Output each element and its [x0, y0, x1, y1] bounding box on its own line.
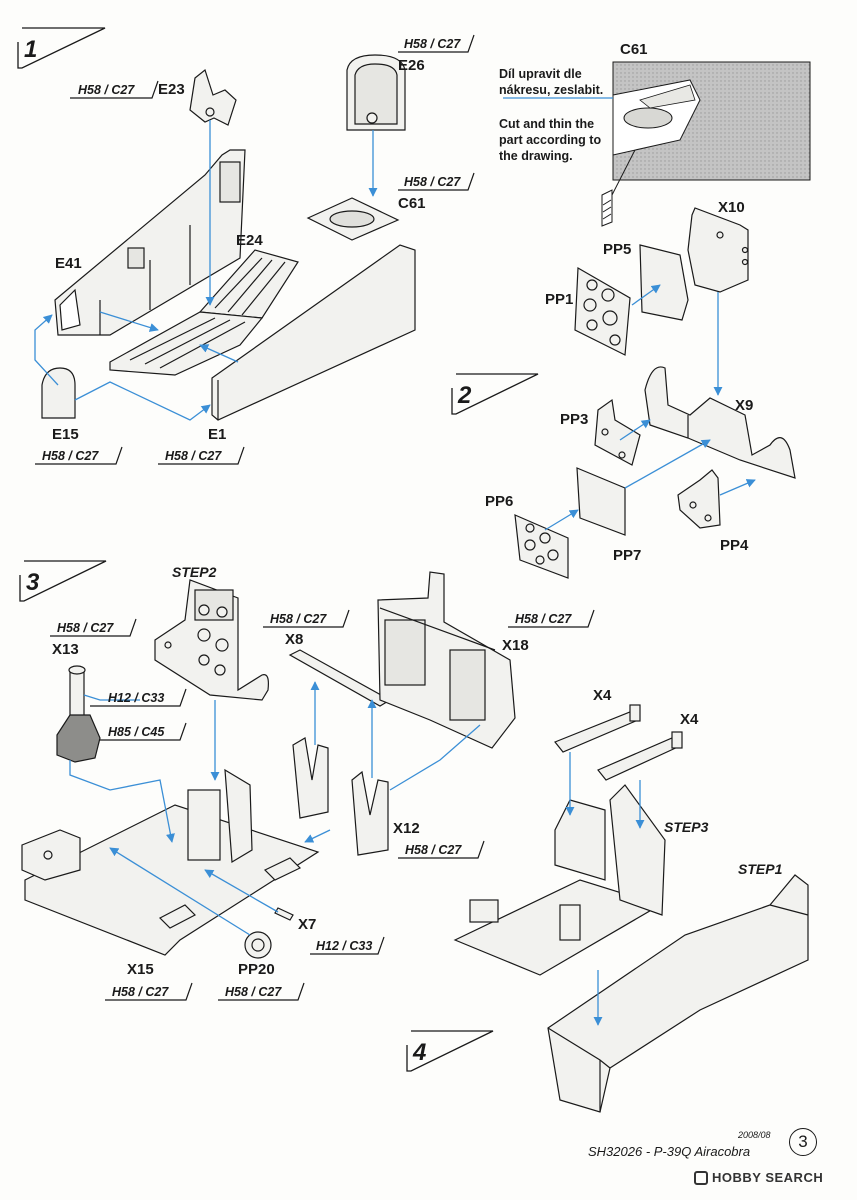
part-x9	[644, 366, 796, 479]
part-pp5	[639, 244, 689, 321]
step-2-flag	[451, 373, 539, 415]
paint-code: H12 / C33	[316, 939, 373, 953]
part-x15-floor	[21, 768, 320, 956]
part-label: C61	[620, 41, 648, 58]
part-label: X10	[718, 199, 745, 216]
note-line: the drawing.	[499, 149, 573, 163]
part-label: PP4	[720, 537, 749, 554]
part-instrument-panel-step2	[154, 579, 269, 701]
paint-code: H58 / C27	[165, 449, 222, 463]
paint-code: H58 / C27	[404, 175, 461, 189]
part-e1	[211, 244, 416, 421]
watermark: HOBBY SEARCH	[694, 1170, 823, 1185]
paint-code: H58 / C27	[42, 449, 99, 463]
paint-code: H58 / C27	[270, 612, 327, 626]
part-e15	[41, 367, 76, 419]
part-x4-left	[554, 704, 641, 753]
part-pp20	[244, 931, 272, 959]
part-x4-right	[597, 731, 683, 781]
paint-code: H58 / C27	[404, 37, 461, 51]
part-label: X18	[502, 637, 529, 654]
part-label: X7	[298, 916, 317, 933]
part-pp6	[514, 514, 569, 579]
part-x12-left	[292, 737, 329, 819]
step-reference: STEP2	[172, 564, 217, 580]
footer-title: SH32026 - P-39Q Airacobra	[588, 1144, 751, 1159]
part-label: E41	[55, 255, 82, 272]
part-label: PP7	[613, 547, 642, 564]
note-czech: Díl upravit dle nákresu, zeslabit.	[499, 66, 603, 98]
paint-code: H58 / C27	[515, 612, 572, 626]
step-number: 4	[413, 1039, 427, 1066]
part-label: X13	[52, 641, 79, 658]
part-x7	[274, 907, 294, 921]
part-e26	[346, 54, 406, 131]
part-label: E1	[208, 426, 227, 443]
part-fuselage	[547, 874, 809, 1113]
part-label: E23	[158, 81, 185, 98]
part-label: X8	[285, 631, 304, 648]
step-number: 3	[26, 569, 40, 596]
part-label: E15	[52, 426, 79, 443]
part-label: E24	[236, 232, 263, 249]
c61-detail-box	[503, 61, 811, 227]
part-label: X12	[393, 820, 420, 837]
paint-code: H58 / C27	[57, 621, 114, 635]
part-e41	[54, 149, 246, 336]
part-x12-right	[351, 770, 389, 856]
step-reference: STEP1	[738, 861, 783, 877]
paint-frames	[35, 34, 595, 1001]
page-number: 3	[789, 1128, 817, 1156]
step-4-flag	[406, 1030, 494, 1072]
note-line: Díl upravit dle	[499, 67, 582, 81]
part-label: PP6	[485, 493, 514, 510]
part-label: X4	[593, 687, 612, 704]
paint-code: H58 / C27	[405, 843, 462, 857]
paint-code: H58 / C27	[225, 985, 282, 999]
part-pp4	[677, 469, 721, 529]
note-line: part according to	[499, 133, 602, 147]
part-pp7	[576, 467, 626, 536]
paint-code: H85 / C45	[108, 725, 165, 739]
part-x8	[288, 649, 392, 707]
hobby-search-logo-icon	[694, 1171, 708, 1185]
part-label: X15	[127, 961, 154, 978]
paint-code: H12 / C33	[108, 691, 165, 705]
watermark-text: HOBBY SEARCH	[712, 1170, 824, 1185]
paint-code: H58 / C27	[112, 985, 169, 999]
part-x13	[68, 665, 86, 719]
part-label: PP20	[238, 961, 275, 978]
part-pp1	[574, 266, 631, 356]
step-3-flag	[19, 560, 107, 602]
part-x10	[687, 207, 749, 293]
part-c61	[306, 197, 400, 241]
part-assembled-cockpit	[453, 784, 666, 976]
step-number: 2	[458, 382, 472, 409]
step-number: 1	[24, 36, 38, 63]
part-label: PP5	[603, 241, 632, 258]
note-line: nákresu, zeslabit.	[499, 83, 604, 97]
part-label: PP1	[545, 291, 574, 308]
part-label: X9	[735, 397, 754, 414]
part-label: E26	[398, 57, 425, 74]
part-label: C61	[398, 195, 426, 212]
step-reference: STEP3	[664, 819, 709, 835]
note-line: Cut and thin the	[499, 117, 595, 131]
paint-code: H58 / C27	[78, 83, 135, 97]
part-label: X4	[680, 711, 699, 728]
part-pp3	[594, 398, 641, 466]
part-label: PP3	[560, 411, 589, 428]
part-seat-base	[56, 714, 101, 763]
note-english: Cut and thin the part according to the d…	[499, 116, 601, 164]
step-1-flag	[17, 27, 106, 69]
part-x18	[377, 571, 516, 749]
footer-date: 2008/08	[738, 1130, 771, 1140]
part-e23	[189, 68, 237, 126]
